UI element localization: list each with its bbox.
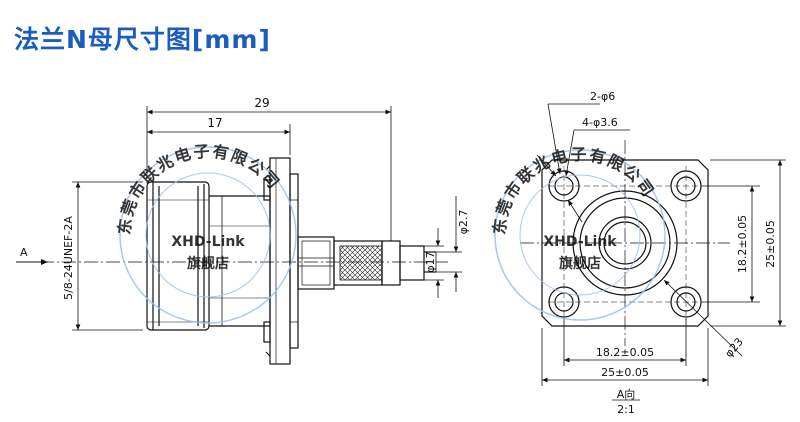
watermark-brand: XHD-Link — [171, 234, 245, 250]
watermark-ring-text-2: 东莞市联兆电子有限公司 — [490, 145, 657, 236]
dim-horizontal — [541, 318, 709, 386]
size-v-label: 25±0.05 — [764, 220, 777, 268]
watermark-store: 旗舰店 — [187, 255, 229, 272]
watermark-ring-text: 东莞市联兆电子有限公司 — [115, 142, 283, 236]
flange-outline — [541, 159, 709, 327]
svg-text:东莞市联兆电子有限公司: 东莞市联兆电子有限公司 — [490, 145, 659, 236]
dim-17 — [147, 124, 291, 155]
spacing-v-label: 18.2±0.05 — [736, 215, 749, 273]
spacing-h-label: 18.2±0.05 — [596, 346, 654, 359]
view-arrow-label: A — [20, 246, 28, 259]
hole-36-label: 4-φ3.6 — [582, 116, 618, 129]
front-view-labels: 2-φ6 4-φ3.6 18.2±0.05 25±0.05 18.2±0.05 … — [582, 90, 777, 416]
scale-label: 2:1 — [617, 403, 635, 416]
dim-thread — [72, 181, 143, 331]
size-h-label: 25±0.05 — [601, 366, 649, 379]
dim-total-label: 29 — [254, 96, 269, 110]
front-view — [520, 103, 786, 401]
thread-label: 5/8-24UNEF-2A — [62, 216, 75, 300]
dim-pin-label: φ2.7 — [457, 210, 470, 235]
watermark-brand-2: XHD-Link — [543, 234, 617, 250]
dim-cable — [424, 228, 444, 298]
svg-text:东莞市联兆电子有限公司: 东莞市联兆电子有限公司 — [115, 142, 285, 236]
dim-vertical — [702, 159, 786, 327]
dim-body-label: 17 — [207, 116, 222, 130]
side-view-labels: 29 17 φ2.7 φ17 5/8-24UNEF-2A A — [20, 96, 470, 300]
cable-ferrule — [297, 236, 437, 290]
hole-leaders — [536, 103, 630, 223]
diameter-leader — [663, 279, 743, 357]
diameter-label: φ23 — [722, 335, 746, 360]
hole-6-label: 2-φ6 — [590, 90, 615, 103]
dim-29 — [146, 106, 392, 241]
watermark-store-2: 旗舰店 — [559, 255, 601, 272]
center-socket — [572, 190, 678, 296]
dim-cable-label: φ17 — [424, 251, 437, 272]
page-title: 法兰N母尺寸图[mm] — [14, 25, 271, 54]
watermark-left: 东莞市联兆电子有限公司 XHD-Link 旗舰店 — [115, 142, 297, 324]
view-label: A向 — [617, 387, 636, 401]
dim-pin — [436, 196, 462, 292]
